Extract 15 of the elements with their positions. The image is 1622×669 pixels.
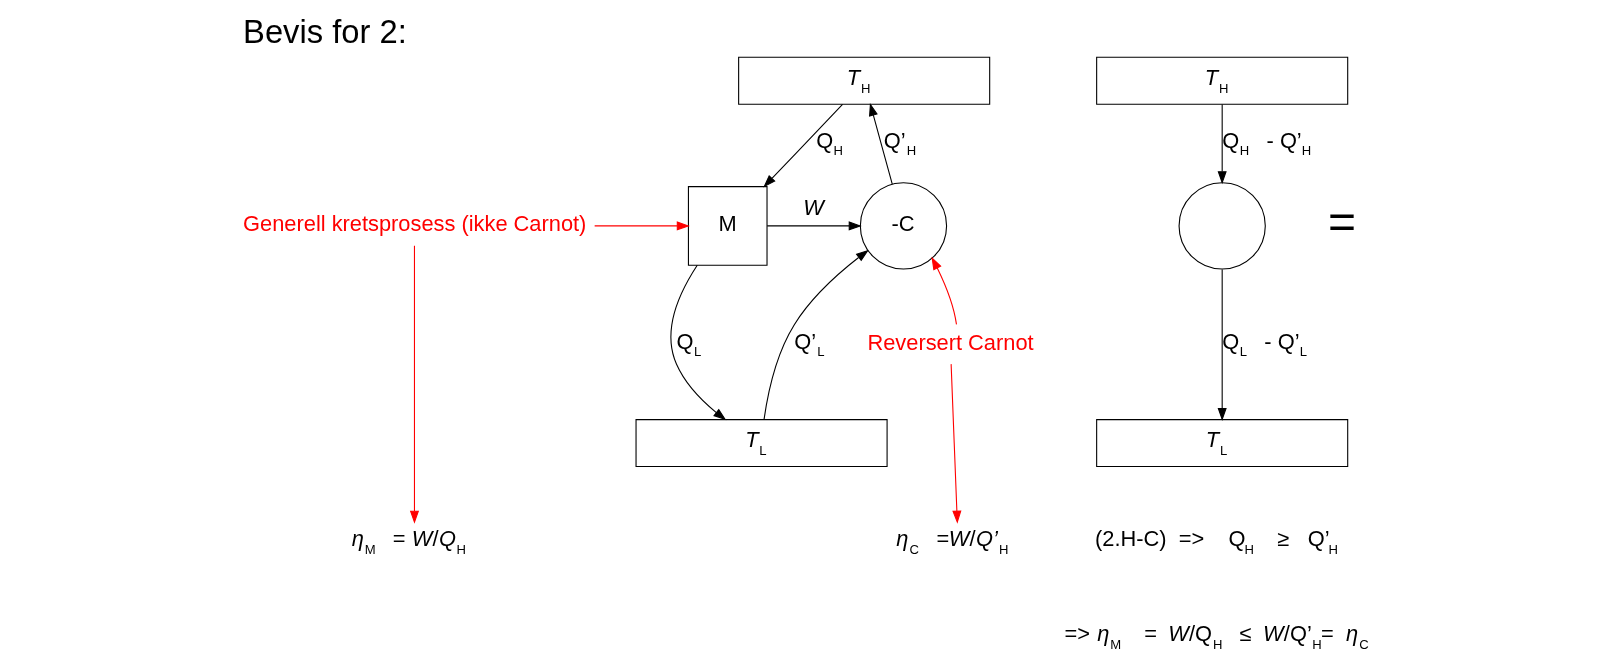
edge-label: Q$_{L}$ - Q’$_{L}$	[1221, 328, 1307, 360]
edge-label: Q$_{H}$ - Q’$_{H}$	[1221, 127, 1311, 159]
label: (2.H-C) => Q$_{H}$ ≥ Q’$_{H}$	[1094, 526, 1338, 557]
label: => η$_{M}$ = W/Q$_{H}$ ≤ W/Q’$_{H}$= η$_{C}$	[1063, 621, 1369, 652]
node-text: η$_{M}$ = W/Q$_{H}$	[351, 526, 466, 557]
edge-label: Q’$_{L}$	[793, 328, 825, 360]
node-text: η$_{C}$ =W/Q’$_{H}$	[895, 526, 1008, 557]
node-text: Reversert Carnot	[866, 329, 1034, 355]
node-text: Generell kretsprosess (ikke Carnot)	[242, 211, 586, 237]
edge-label: Q’$_{H}$	[883, 127, 916, 159]
edge-label: W	[802, 194, 824, 220]
label: =	[1327, 195, 1356, 249]
edge-label: Q$_{H}$	[815, 127, 843, 159]
edge-label: Q$_{L}$	[675, 328, 701, 360]
diagram-title: Bevis for 2:	[242, 13, 407, 51]
